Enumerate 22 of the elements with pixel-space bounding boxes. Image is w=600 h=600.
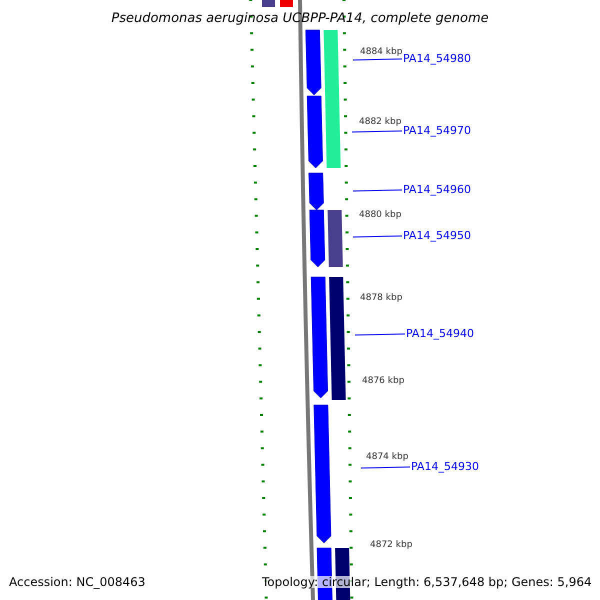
gene-label: PA14_54930 (411, 461, 479, 472)
scale-label: 4880 kbp (359, 211, 402, 220)
leader-line (352, 236, 402, 238)
gene-label: PA14_54950 (403, 230, 471, 241)
scale-label: 4882 kbp (359, 118, 402, 127)
genome-info-text: Topology: circular; Length: 6,537,648 bp; Genes: 5,964 (262, 576, 592, 588)
scale-label: 4872 kbp (370, 541, 412, 550)
leader-line (360, 466, 410, 468)
leader-line (352, 58, 402, 60)
gene-label: PA14_54940 (406, 328, 474, 339)
gene-label: PA14_54980 (403, 53, 471, 64)
scale-label: 4874 kbp (366, 453, 408, 462)
accession-text: Accession: NC_008463 (9, 576, 146, 588)
scale-label: 4884 kbp (360, 48, 402, 57)
gene-label: PA14_54970 (403, 125, 471, 136)
leader-line (352, 130, 402, 132)
leader-line (352, 190, 402, 192)
leader-line (354, 334, 406, 336)
scale-label: 4878 kbp (360, 294, 402, 303)
scale-label: 4876 kbp (362, 377, 404, 386)
genome-title: Pseudomonas aeruginosa UCBPP-PA14, complete genome (110, 12, 490, 25)
gene-label: PA14_54960 (403, 184, 471, 195)
